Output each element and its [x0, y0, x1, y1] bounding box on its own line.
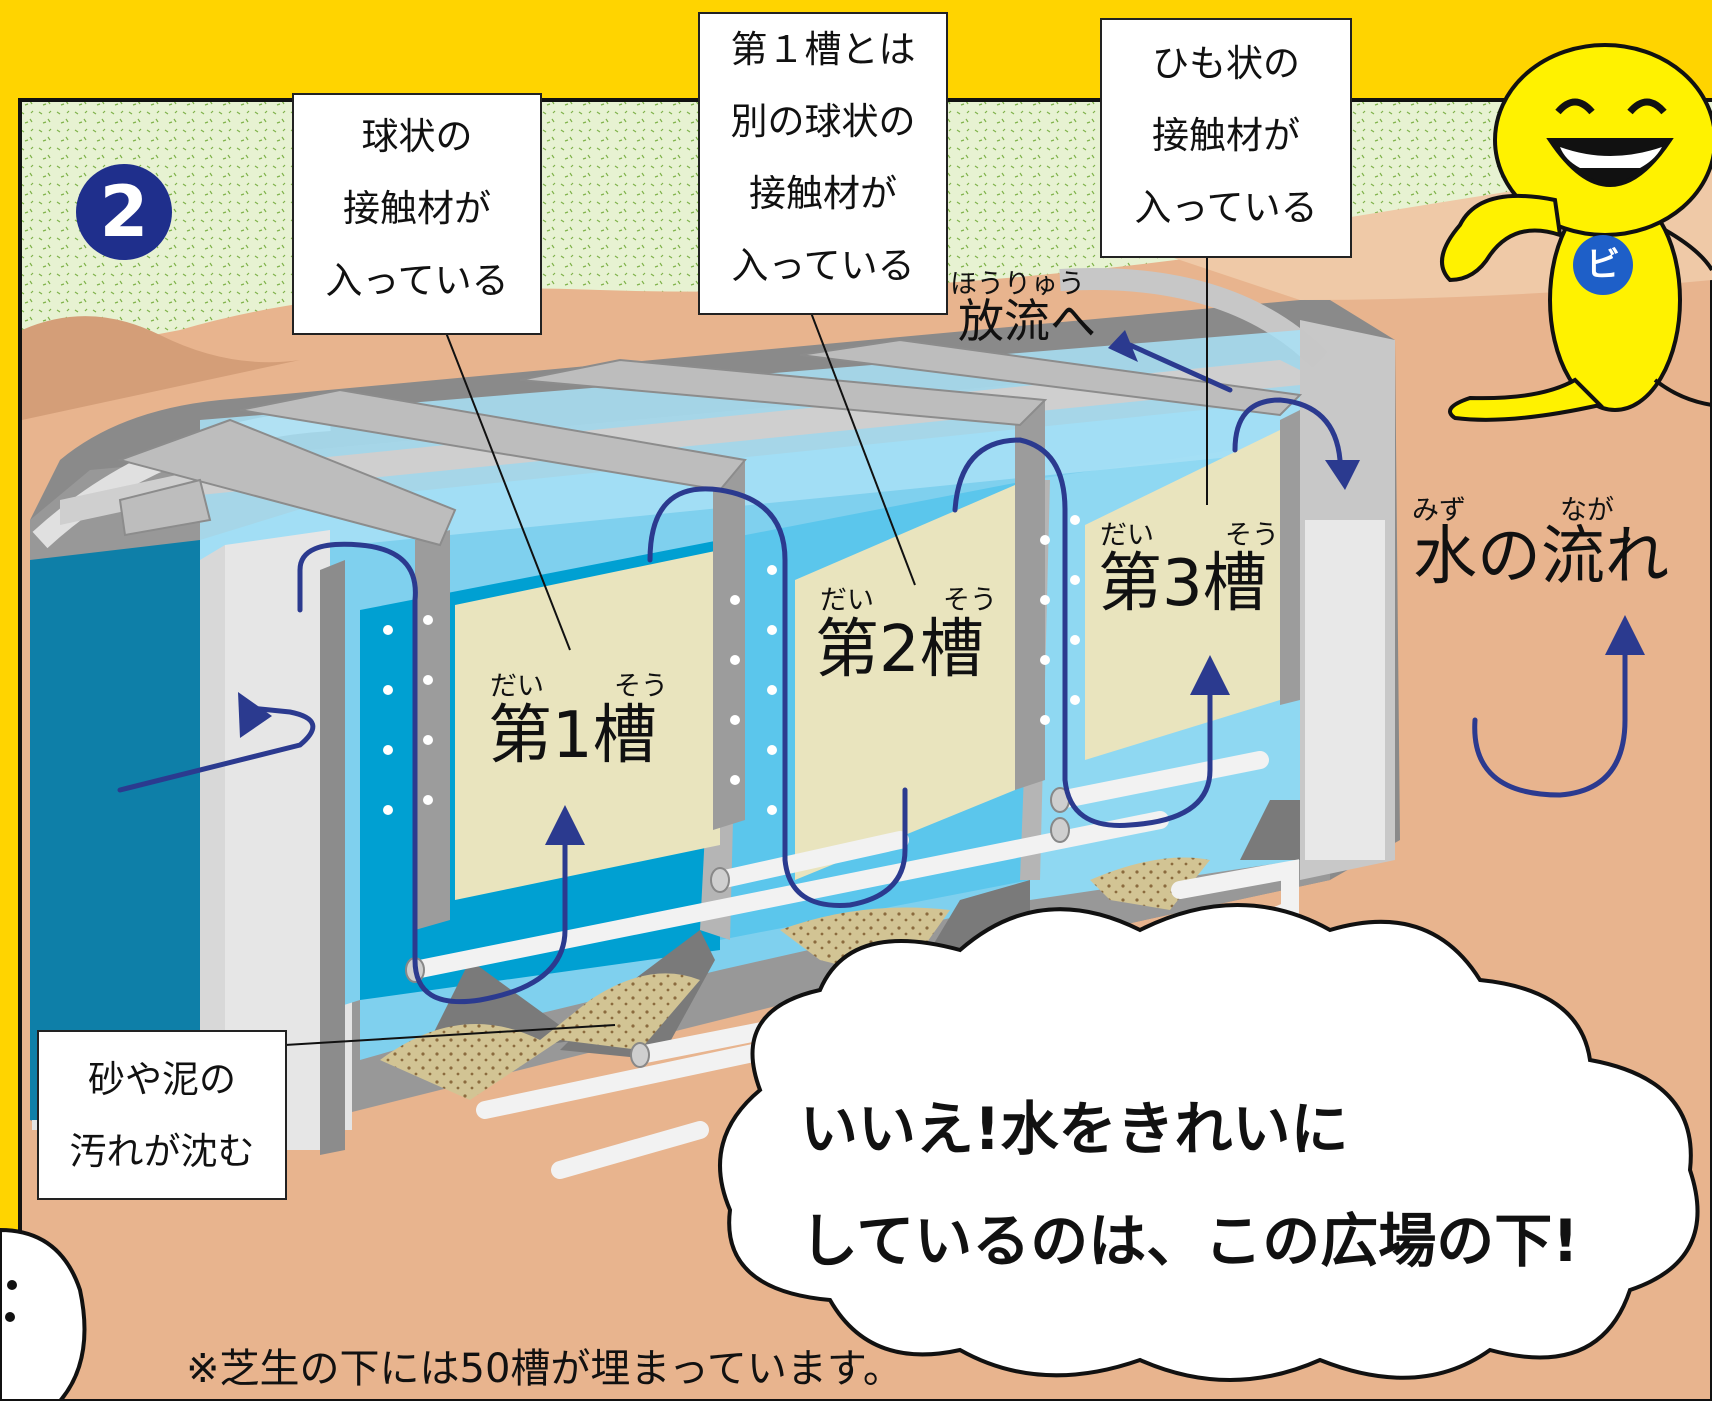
label-tank2-line1: 第１槽とは: [730, 28, 916, 71]
label-tank1-line1: 球状の: [361, 115, 473, 158]
tank2-furigana-dai: だい: [820, 585, 874, 616]
label-tank2-line2: 別の球状の: [730, 100, 916, 143]
pipe-ends: [405, 787, 1070, 1068]
label-tank1-media: 球状の 接触材が 入っている: [292, 93, 542, 335]
side-bubble-fragment: [0, 1227, 87, 1401]
water-flow-furigana-naga: なが: [1560, 495, 1614, 526]
leader-lines: [284, 255, 1208, 1046]
discharge-furigana: ほうりゅう: [950, 269, 1085, 300]
label-tank2-line3: 接触材が: [749, 172, 897, 215]
tank3-furigana-sou: そう: [1225, 520, 1279, 551]
tank-posts: [320, 400, 1300, 1155]
label-tank1-line2: 接触材が: [343, 187, 491, 230]
tank1-furigana-dai: だい: [490, 671, 544, 702]
label-tank2-media: 第１槽とは 別の球状の 接触材が 入っている: [698, 12, 948, 315]
label-tank2-line4: 入っている: [731, 244, 915, 287]
label-sediment: 砂や泥の 汚れが沈む: [37, 1030, 287, 1200]
footnote: ※芝生の下には50槽が埋まっています。: [186, 1346, 903, 1392]
top-beams: [116, 338, 1303, 547]
mascot-character: [1440, 43, 1712, 422]
tank1-furigana-sou: そう: [614, 671, 668, 702]
label-tank3-media: ひも状の 接触材が 入っている: [1100, 18, 1352, 258]
air-bubbles: [383, 515, 1080, 815]
discharge-label: 放流へ: [958, 294, 1096, 348]
flow-arrows: [117, 342, 1628, 1005]
tank3-name: 第3槽: [1098, 547, 1267, 621]
speech-bubble-line2: しているのは、この広場の下!: [800, 1207, 1579, 1275]
tank1-name: 第1槽: [488, 699, 657, 773]
label-sediment-line2: 汚れが沈む: [69, 1130, 255, 1173]
speech-bubble: [718, 903, 1700, 1382]
side-bubble-dots: [5, 1280, 17, 1322]
water-flow-label: 水の流れ: [1413, 520, 1669, 594]
tank2-name: 第2槽: [815, 613, 984, 687]
step-number-badge: 2: [76, 164, 172, 260]
tank3-furigana-dai: だい: [1100, 520, 1154, 551]
water-flow-furigana-mizu: みず: [1412, 495, 1466, 526]
label-tank3-line2: 接触材が: [1152, 114, 1300, 157]
baffle-panels: [455, 430, 1280, 900]
speech-bubble-line1: いいえ!水をきれいに: [800, 1095, 1349, 1163]
label-tank3-line3: 入っている: [1134, 186, 1318, 229]
label-tank3-line1: ひも状の: [1152, 42, 1300, 85]
mascot-badge: ビ: [1573, 235, 1633, 295]
flow-arrowheads: [238, 330, 1645, 845]
tank2-furigana-sou: そう: [943, 585, 997, 616]
label-tank1-line3: 入っている: [325, 259, 509, 302]
label-sediment-line1: 砂や泥の: [88, 1058, 236, 1101]
